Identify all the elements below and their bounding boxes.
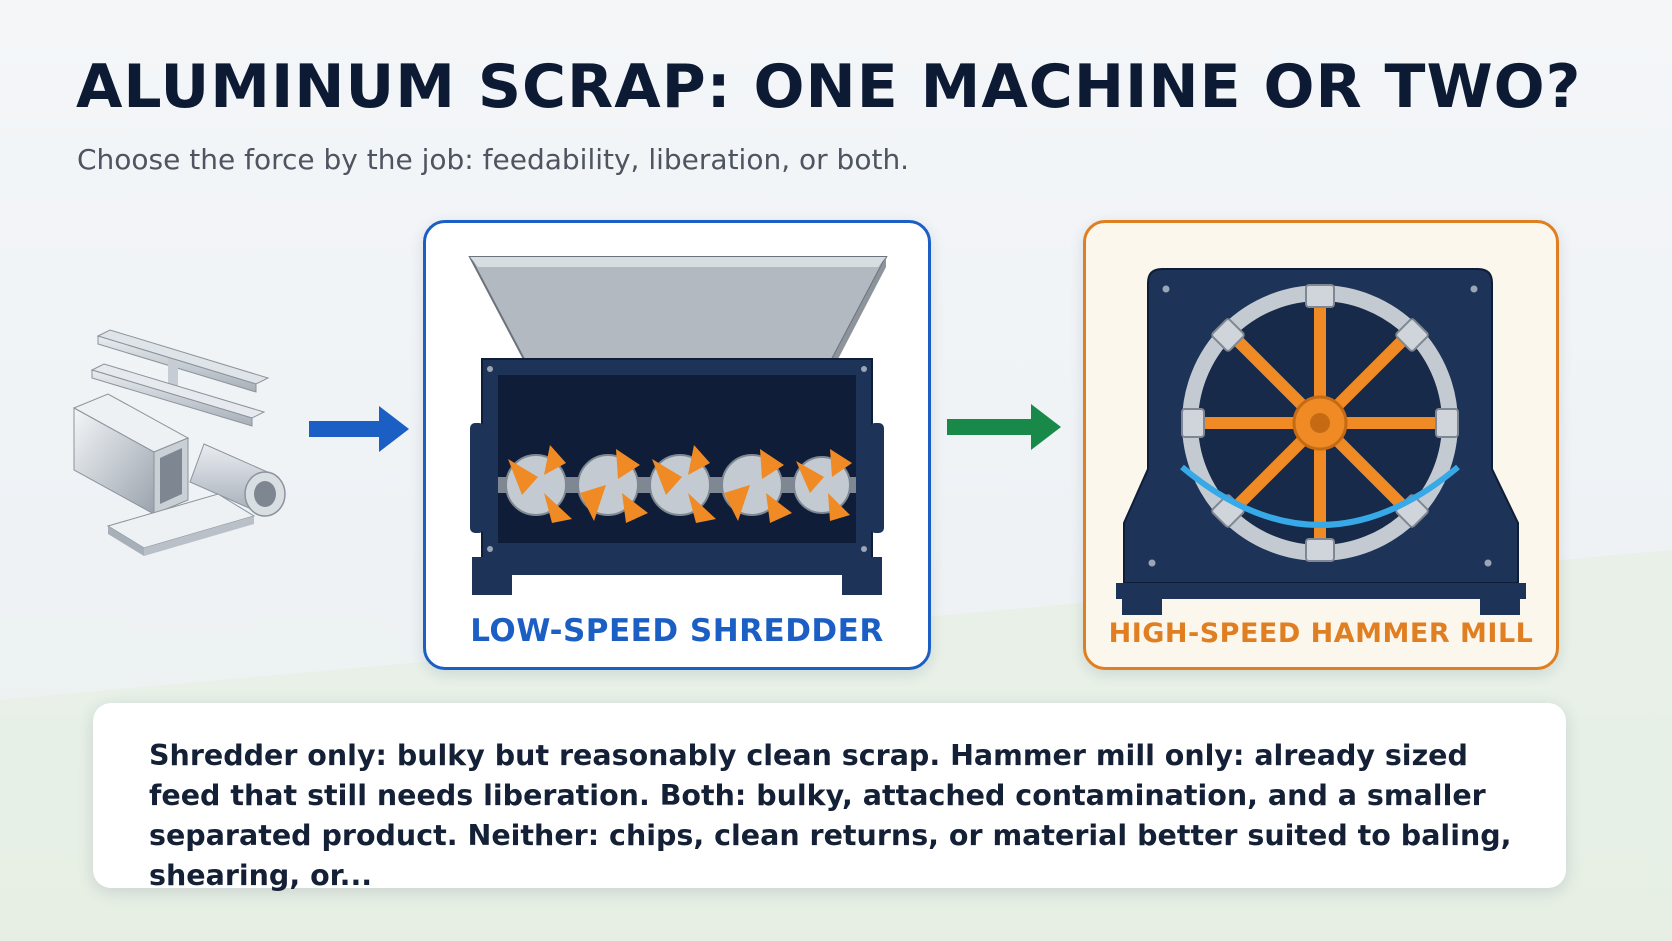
- hammer-mill-rotor-icon: [1116, 268, 1526, 615]
- hammer-mill-label: HIGH-SPEED HAMMER MILL: [1108, 618, 1534, 649]
- twin-shaft-shredder-icon: [468, 256, 888, 595]
- aluminum-profiles-icon: [72, 329, 286, 556]
- decision-note-text: Shredder only: bulky but reasonably clea…: [149, 739, 1512, 892]
- shredder-label: LOW-SPEED SHREDDER: [470, 613, 884, 649]
- decision-note: Shredder only: bulky but reasonably clea…: [93, 703, 1566, 892]
- right-arrow-icon: [947, 404, 1061, 450]
- page-subtitle: Choose the force by the job: feedability…: [77, 143, 910, 176]
- shredder-card: LOW-SPEED SHREDDER: [423, 220, 931, 670]
- hammer-mill-card: HIGH-SPEED HAMMER MILL: [1083, 220, 1559, 670]
- right-arrow-icon: [309, 406, 409, 452]
- page-title: ALUMINUM SCRAP: ONE MACHINE OR TWO?: [76, 52, 1582, 122]
